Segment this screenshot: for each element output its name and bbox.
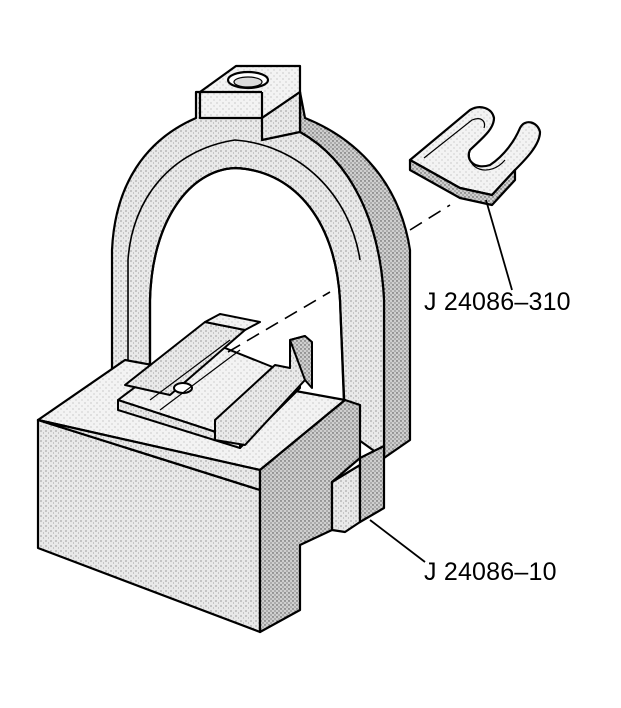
base-leg [330,463,362,534]
leader-adapter [485,199,513,291]
label-adapter-part-number: J 24086–310 [424,288,571,316]
u-adapter-thickness [408,158,517,207]
top-boss [198,64,302,142]
label-fixture-part-number: J 24086–10 [424,558,557,586]
u-adapter-body [408,106,542,197]
slide-carriage [117,313,313,449]
u-adapter [408,106,542,207]
arch-opening [148,166,347,421]
leader-fixture [369,519,426,563]
alignment-centerline [227,204,451,353]
